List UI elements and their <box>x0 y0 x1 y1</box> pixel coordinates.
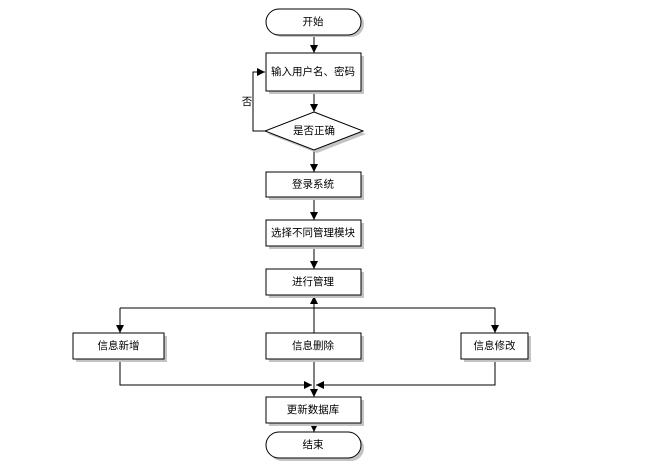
manage-node: 进行管理 <box>265 268 364 298</box>
start-label: 开始 <box>303 15 324 28</box>
info-modify-node: 信息修改 <box>460 332 531 362</box>
arrow-info-modify-to-merge <box>316 359 496 389</box>
arrow-decision-no-loop <box>252 68 265 132</box>
input-credentials-label: 输入用户名、密码 <box>271 65 355 78</box>
info-add-node: 信息新增 <box>72 332 167 362</box>
start-node: 开始 <box>265 8 364 37</box>
end-label: 结束 <box>303 438 324 451</box>
manage-label: 进行管理 <box>292 275 334 288</box>
info-add-label: 信息新增 <box>98 339 140 352</box>
info-delete-label: 信息删除 <box>292 339 334 352</box>
loop-no-label: 否 <box>242 96 253 108</box>
login-system-node: 登录系统 <box>265 171 364 200</box>
decision-node: 是否正确 <box>263 111 366 153</box>
select-module-node: 选择不同管理模块 <box>265 219 364 249</box>
select-module-label: 选择不同管理模块 <box>271 226 355 239</box>
input-credentials-node: 输入用户名、密码 <box>265 52 364 94</box>
login-system-label: 登录系统 <box>292 178 334 191</box>
info-modify-label: 信息修改 <box>474 339 516 352</box>
end-node: 结束 <box>265 431 364 461</box>
info-delete-node: 信息删除 <box>265 332 364 362</box>
update-database-node: 更新数据库 <box>265 396 364 426</box>
arrow-info-add-to-merge <box>119 359 312 389</box>
decision-label: 是否正确 <box>293 124 335 137</box>
connectors <box>116 35 499 432</box>
update-database-label: 更新数据库 <box>287 403 340 416</box>
